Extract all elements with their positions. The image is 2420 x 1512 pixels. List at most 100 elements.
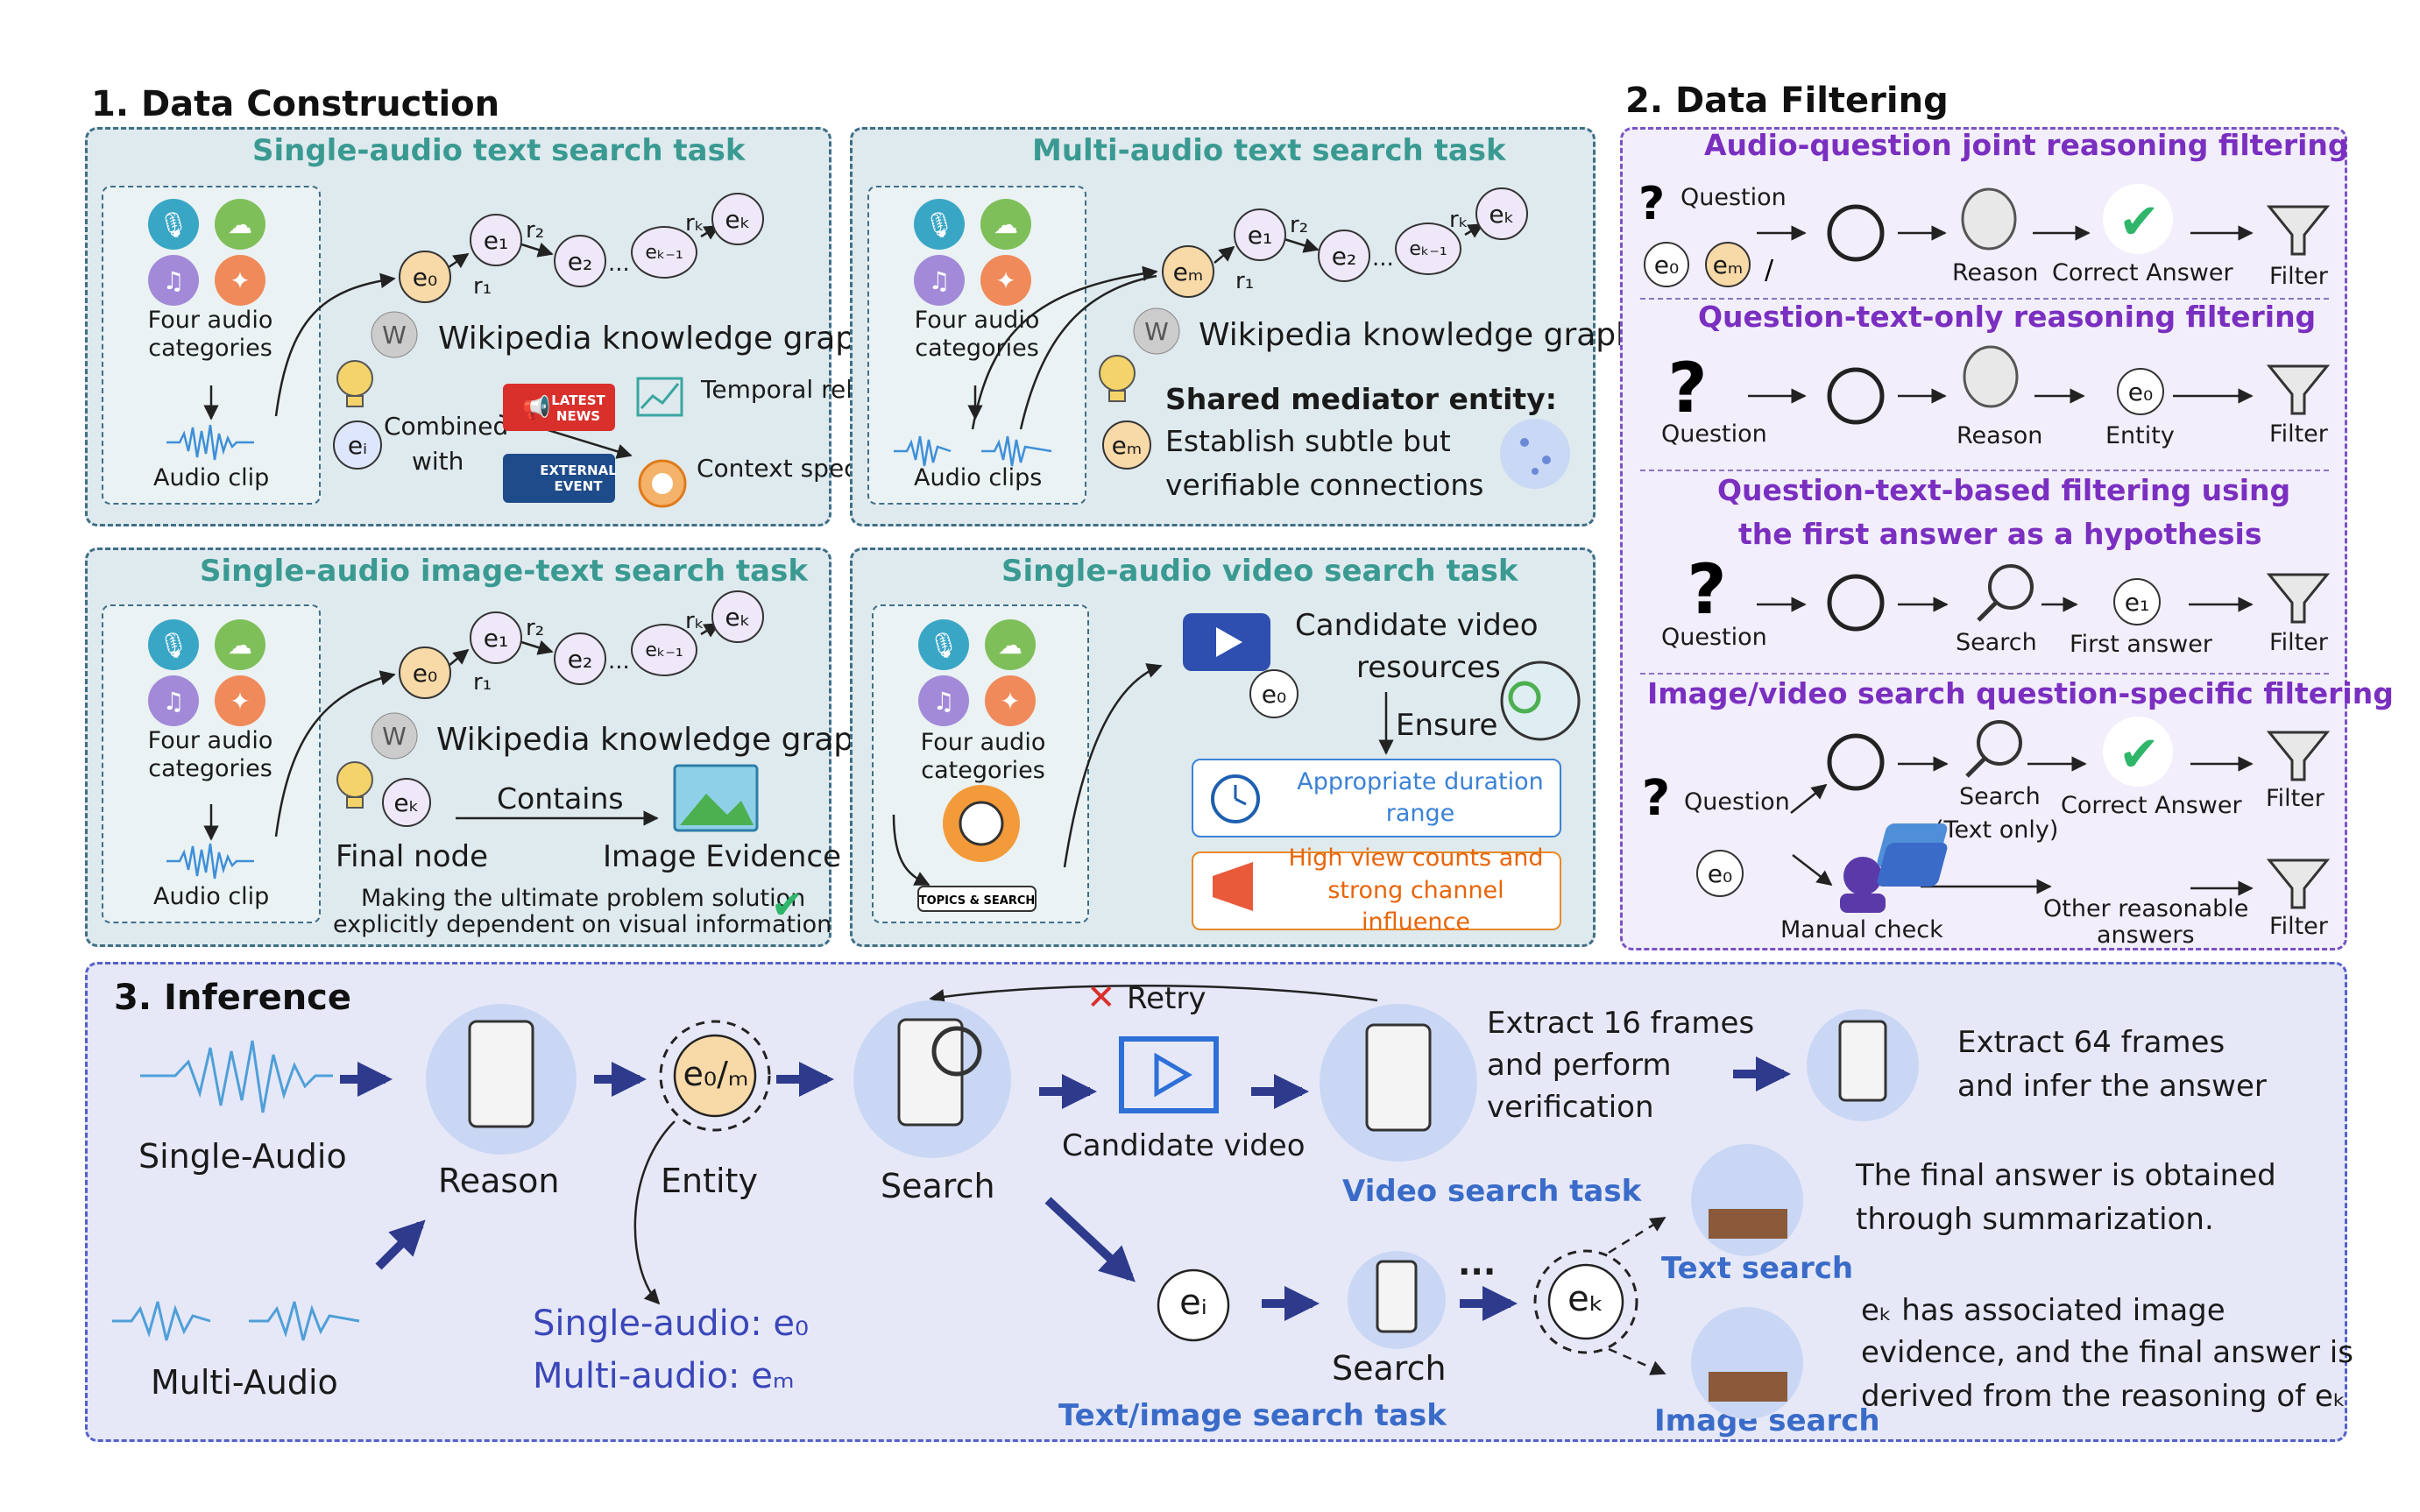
answers-label: answers xyxy=(2097,922,2195,949)
textimage-task-label: Text/image search task xyxy=(1058,1398,1447,1433)
connection-icon xyxy=(1500,419,1570,489)
extract16-2: and perform xyxy=(1487,1048,1672,1083)
extract64-2: and infer the answer xyxy=(1957,1069,2267,1104)
node-em-inline: eₘ xyxy=(1102,420,1151,470)
megaphone-icon xyxy=(1213,862,1253,911)
node-e2: e₂ xyxy=(554,235,606,287)
svg-text:✕: ✕ xyxy=(1086,978,1116,1018)
svg-text:LATEST: LATEST xyxy=(551,392,605,408)
verify-icon xyxy=(1500,661,1581,741)
multi-em-label: Multi-audio: eₘ xyxy=(533,1356,795,1396)
ensure-label: Ensure xyxy=(1396,708,1498,743)
svg-text:✔: ✔ xyxy=(2119,194,2160,251)
node-e1: e₁ xyxy=(470,611,522,664)
correct-label: Correct Answer xyxy=(2061,792,2242,819)
contains-label: Contains xyxy=(497,781,624,816)
candidate-label: Candidate video xyxy=(1295,608,1539,643)
filtering-graphics: ? / ✔ ? ? ? xyxy=(1638,178,2331,913)
single-audio-label: Single-Audio xyxy=(138,1137,347,1176)
audio-categories-label: Four audio categories xyxy=(147,307,273,363)
audio-category-icons: 🎙 ☁ ♫ ✦ 🎙 ☁ ♫ ✦ 🎙 ☁ ♫ ✦ 🎙 ☁ ♫ ✦ xyxy=(148,199,1036,726)
topics-search-icon: TOPICS & SEARCH xyxy=(917,785,1037,912)
svg-text:✦: ✦ xyxy=(230,687,250,716)
inference-graphics: ✕ xyxy=(112,978,1919,1419)
combined-label: Combined xyxy=(384,412,509,441)
svg-text:🎙: 🎙 xyxy=(928,631,959,660)
svg-text:EXTERNAL: EXTERNAL xyxy=(540,463,617,478)
entity-node-text: e₀/ₘ xyxy=(683,1055,749,1093)
svg-text:?: ? xyxy=(1667,350,1707,428)
with-label: with xyxy=(412,447,464,476)
node-em: eₘ xyxy=(1705,242,1751,287)
search-label: Search xyxy=(1956,629,2037,656)
node-e2: e₂ xyxy=(554,632,606,685)
duration-tag: Appropriate duration range xyxy=(1192,759,1561,837)
edge-rk: rₖ xyxy=(1449,207,1468,233)
ek-text-2: evidence, and the final answer is xyxy=(1861,1335,2353,1370)
audio-categories-label: Four audio categories xyxy=(914,307,1040,363)
ek-text-3: derived from the reasoning of eₖ xyxy=(1861,1379,2346,1414)
node-e0: e₀ xyxy=(1249,669,1298,718)
edge-rk: rₖ xyxy=(685,210,704,237)
node-ek: eₖ xyxy=(711,193,764,245)
audio-categories-box xyxy=(102,604,321,923)
filter-label: Filter xyxy=(2269,629,2328,656)
wiki-label: Wikipedia knowledge graph xyxy=(438,321,875,357)
node-e0: e₀ xyxy=(399,251,451,303)
video-flow xyxy=(892,663,1394,887)
svg-text:✦: ✦ xyxy=(230,266,250,295)
svg-text:✦: ✦ xyxy=(995,266,1015,295)
first-answer-label: First answer xyxy=(2070,631,2212,658)
node-ei: eᵢ xyxy=(333,420,382,470)
svg-text:☁: ☁ xyxy=(228,210,252,239)
section-title-construction: 1. Data Construction xyxy=(91,84,500,124)
search-label: Search xyxy=(1959,783,2041,810)
edge-r1: r₁ xyxy=(473,273,492,300)
final-2: through summarization. xyxy=(1856,1202,2214,1237)
section-title-inference: 3. Inference xyxy=(114,978,352,1018)
svg-text:🎙: 🎙 xyxy=(158,631,189,660)
svg-text:NEWS: NEWS xyxy=(556,408,600,424)
filter-title-3b: the first answer as a hypothesis xyxy=(1738,517,2262,551)
clock-icon xyxy=(1211,774,1260,823)
filter-title-4: Image/video search question-specific fil… xyxy=(1647,676,2394,710)
entity-label: Entity xyxy=(661,1162,758,1200)
filter-label: Filter xyxy=(2266,785,2324,812)
node-ek: eₖ xyxy=(711,590,764,643)
edge-dots: ... xyxy=(608,648,630,675)
dots-label: ... xyxy=(1458,1244,1497,1282)
node-ek: eₖ xyxy=(1475,187,1528,240)
wiki-label: Wikipedia knowledge graph xyxy=(1199,317,1636,353)
audio-clip-label: Audio clip xyxy=(153,464,270,491)
context-icon xyxy=(638,459,687,508)
node-e0: e₀ xyxy=(2117,368,2164,415)
multi-audio-label: Multi-Audio xyxy=(151,1363,338,1402)
svg-text:♫: ♫ xyxy=(932,687,954,716)
edge-r2: r₂ xyxy=(526,615,545,641)
divider xyxy=(1640,470,2329,471)
extract16-3: verification xyxy=(1487,1090,1654,1125)
video-task-label: Video search task xyxy=(1342,1174,1642,1209)
verifiable-label: verifiable connections xyxy=(1165,468,1484,502)
edge-rk: rₖ xyxy=(685,608,704,634)
svg-text:🎙: 🎙 xyxy=(923,210,955,239)
edge-dots: ... xyxy=(608,251,630,277)
node-e0: e₀ xyxy=(1696,850,1744,897)
panel-title: Single-audio image-text search task xyxy=(200,554,808,589)
svg-text:TOPICS & SEARCH: TOPICS & SEARCH xyxy=(919,894,1036,908)
filter-title-2: Question-text-only reasoning filtering xyxy=(1698,300,2317,334)
svg-text:✔: ✔ xyxy=(2119,726,2160,783)
question-label: Question xyxy=(1684,788,1790,816)
search-label: Search xyxy=(881,1167,995,1205)
audio-categories-label: Four audio categories xyxy=(147,727,273,783)
svg-text:🎙: 🎙 xyxy=(158,210,189,239)
wiki-label: Wikipedia knowledge graph xyxy=(436,722,874,758)
svg-text:EVENT: EVENT xyxy=(555,478,604,494)
node-e1: e₁ xyxy=(2113,578,2161,625)
text-search-label: Text search xyxy=(1661,1251,1854,1286)
svg-text:☁: ☁ xyxy=(994,210,1018,239)
panel-title: Single-audio video search task xyxy=(1001,554,1518,589)
final-node-label: Final node xyxy=(336,839,489,874)
video-resource-icon xyxy=(1183,613,1270,671)
